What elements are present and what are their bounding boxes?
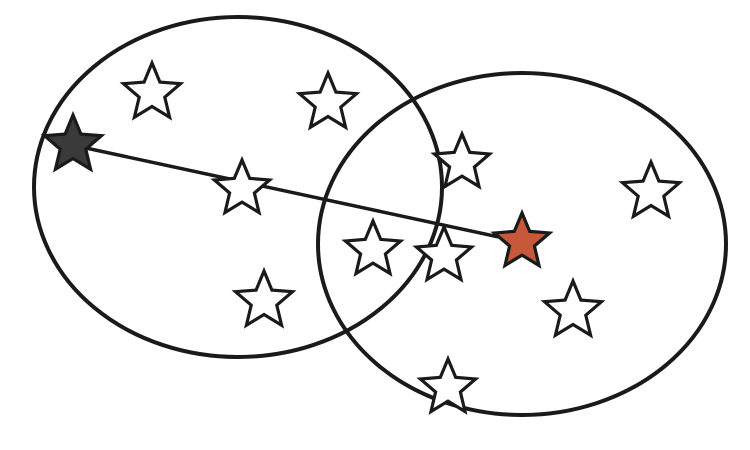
star-icon — [416, 354, 480, 415]
cluster-right-ellipse — [316, 71, 728, 417]
star-icon — [618, 157, 684, 220]
star-icon — [210, 155, 274, 216]
target-star-icon — [490, 208, 554, 269]
star-icon — [430, 129, 494, 190]
star-icon — [412, 222, 476, 283]
connector-line — [70, 143, 524, 244]
star-icon — [231, 266, 297, 329]
cluster-left-ellipse — [32, 15, 444, 359]
stars-layer — [40, 58, 684, 415]
star-icon — [119, 58, 185, 121]
source-star-icon — [40, 110, 106, 173]
star-icon — [341, 216, 405, 277]
star-icon — [295, 68, 361, 131]
star-icon — [540, 276, 606, 339]
